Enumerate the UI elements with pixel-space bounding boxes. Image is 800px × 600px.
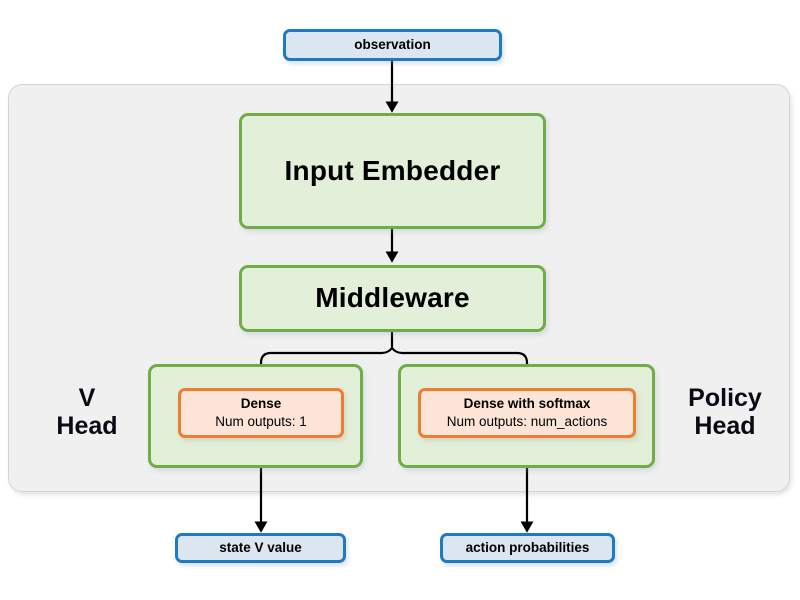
- observation-box[interactable]: observation: [283, 29, 502, 61]
- middleware-label: Middleware: [315, 282, 470, 314]
- v-head-dense-box[interactable]: Dense Num outputs: 1: [178, 388, 344, 438]
- policy-head-dense-title: Dense with softmax: [463, 396, 591, 412]
- action-probabilities-box[interactable]: action probabilities: [440, 533, 615, 563]
- policy-head-dense-box[interactable]: Dense with softmax Num outputs: num_acti…: [418, 388, 636, 438]
- policy-head-label: Policy Head: [688, 384, 762, 440]
- v-head-dense-subtitle: Num outputs: 1: [215, 414, 307, 429]
- action-probabilities-label: action probabilities: [465, 540, 590, 556]
- input-embedder-box[interactable]: Input Embedder: [239, 113, 546, 229]
- input-embedder-label: Input Embedder: [284, 154, 501, 186]
- v-head-dense-title: Dense: [240, 396, 282, 412]
- v-head-label: V Head: [56, 384, 118, 440]
- middleware-box[interactable]: Middleware: [239, 265, 546, 332]
- state-v-value-box[interactable]: state V value: [175, 533, 346, 563]
- policy-head-dense-subtitle: Num outputs: num_actions: [446, 414, 608, 429]
- observation-label: observation: [354, 37, 431, 53]
- state-v-value-label: state V value: [219, 540, 302, 556]
